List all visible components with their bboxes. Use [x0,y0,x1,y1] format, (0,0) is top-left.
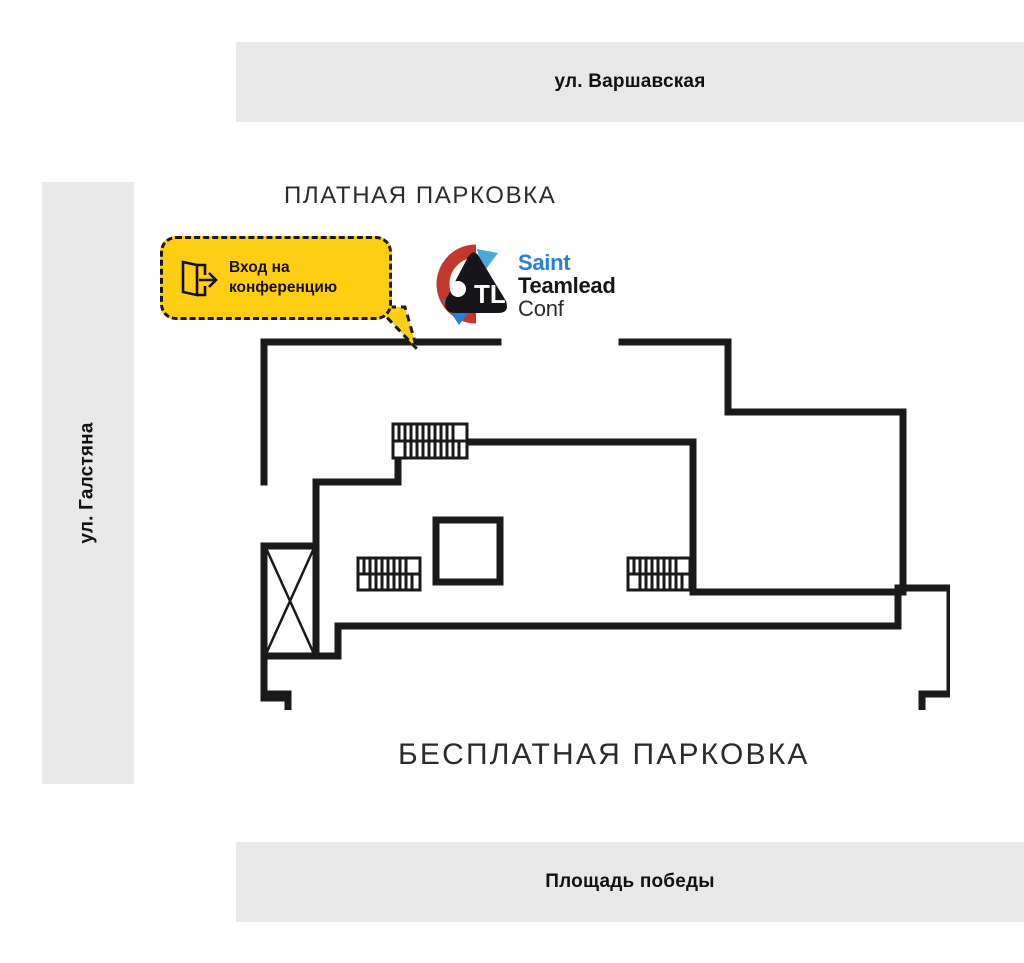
parking-label-free: БЕСПЛАТНАЯ ПАРКОВКА [398,738,810,771]
logo-word-conf: Conf [518,296,564,321]
conference-logo: TL Saint Teamlead Conf [428,240,640,332]
stair-upper [391,422,469,460]
logo-mark-letters: TL [474,279,506,309]
wall-lower-wing-outline [260,584,950,710]
logo-wordmark: Saint Teamlead Conf [518,250,616,321]
teamlead-logo-mark: TL [436,244,507,325]
wall-lower-top [260,584,950,660]
street-label-ploshchad-pobedy: Площадь победы [545,871,715,892]
entrance-callout[interactable]: Вход на конференцию [160,236,392,320]
street-band-top: ул. Варшавская [236,42,1024,122]
exit-door-icon [181,260,218,297]
callout-line-2: конференцию [229,279,338,296]
shaft-cross-lines [264,546,316,656]
stair-lower-right [626,556,692,592]
building-floorplan [260,338,950,710]
street-label-galstyana: ул. Галстяна [77,422,99,544]
street-band-left: ул. Галстяна [42,182,134,784]
wall-left-lower-stub [260,652,292,710]
street-band-bottom: Площадь победы [236,842,1024,922]
parking-label-paid: ПЛАТНАЯ ПАРКОВКА [284,182,557,209]
logo-word-saint: Saint [518,250,571,275]
logo-word-teamlead: Teamlead [518,273,616,298]
callout-text: Вход на конференцию [229,258,337,298]
stair-lower-left [356,556,422,592]
callout-line-1: Вход на [229,259,290,277]
inner-room [432,516,504,586]
street-label-varshavskaya: ул. Варшавская [554,71,706,92]
wall-upper-right-wing [618,338,907,596]
